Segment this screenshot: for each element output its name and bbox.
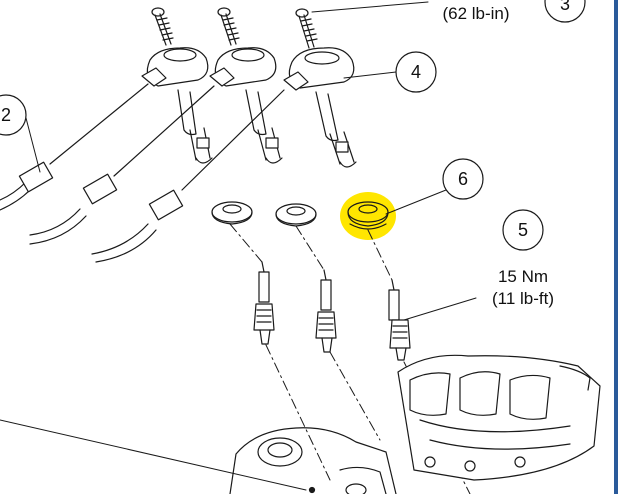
- window-edge-bar: [614, 0, 618, 494]
- ignition-coil-3: [283, 47, 357, 168]
- intake-manifold: [397, 354, 601, 481]
- plug-torque-nm: 15 Nm: [498, 267, 548, 286]
- callout-4: 4: [395, 51, 437, 93]
- ignition-coil-1: [141, 47, 213, 164]
- spark-plug-1: [253, 261, 275, 345]
- callout-6: 6: [442, 158, 484, 200]
- callout-3: 3: [544, 0, 586, 23]
- harness-wire-2: [29, 85, 215, 245]
- bolt-2: [217, 7, 240, 46]
- callout-5-label: 5: [518, 220, 528, 240]
- coil-seal-3-highlighted: [340, 192, 396, 240]
- callout-2: 2: [0, 94, 27, 136]
- bolt-3: [295, 8, 318, 49]
- coil-seal-1: [211, 201, 253, 225]
- harness-wire-1: [0, 83, 149, 211]
- coil-seal-2: [275, 203, 317, 227]
- callout-5: 5: [502, 209, 544, 251]
- engine-block: [229, 427, 397, 494]
- callout-4-label: 4: [411, 62, 421, 82]
- leader-lines: [0, 1, 477, 491]
- spark-plug-2: [315, 269, 337, 353]
- spark-plug-3: [388, 279, 411, 361]
- plug-torque-lbft: (11 lb-ft): [492, 289, 554, 308]
- top-torque-spec: (62 lb-in): [442, 4, 509, 23]
- callout-3-label: 3: [560, 0, 570, 14]
- callout-6-label: 6: [458, 169, 468, 189]
- harness-wire-3: [91, 89, 285, 263]
- callout-2-label: 2: [1, 105, 11, 125]
- ignition-coil-2: [209, 47, 283, 164]
- bolt-1: [151, 7, 174, 46]
